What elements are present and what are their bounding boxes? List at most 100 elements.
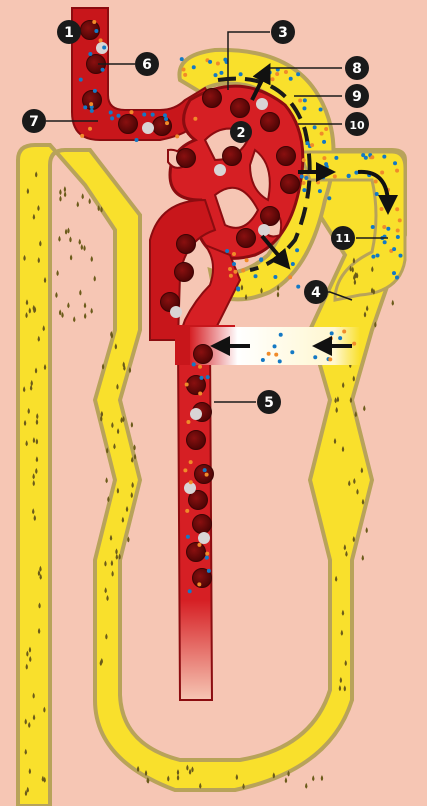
solute-particle [318, 189, 322, 193]
tubule-speck [77, 201, 79, 207]
solute-particle [88, 52, 92, 56]
solute-particle [232, 262, 236, 266]
solute-particle [322, 140, 326, 144]
solute-particle [102, 45, 106, 49]
solute-particle [396, 229, 400, 233]
solute-particle [186, 535, 190, 539]
solute-particle [324, 339, 328, 343]
solute-particle [380, 171, 384, 175]
red-blood-cell [187, 431, 206, 450]
solute-particle [395, 207, 399, 211]
red-blood-cell [194, 345, 213, 364]
solute-particle [206, 375, 210, 379]
solute-particle [322, 156, 326, 160]
red-blood-cell [261, 113, 280, 132]
solute-particle [241, 269, 245, 273]
tubule-speck [362, 555, 364, 561]
tubule-speck [79, 289, 81, 295]
callout-2: 2 [230, 121, 252, 143]
red-blood-cell [261, 207, 280, 226]
solute-particle [219, 71, 223, 75]
tubule-speck [90, 308, 92, 314]
solute-particle [395, 169, 399, 173]
solute-particle [313, 125, 317, 129]
solute-particle [398, 218, 402, 222]
solute-particle [393, 161, 397, 165]
solute-particle [321, 175, 325, 179]
solute-particle [109, 111, 113, 115]
solute-particle [310, 143, 314, 147]
solute-particle [99, 38, 103, 42]
callout-1-label: 1 [64, 25, 74, 41]
solute-particle [300, 174, 304, 178]
solute-particle [392, 271, 396, 275]
tubule-speck [285, 777, 287, 783]
solute-particle [197, 582, 201, 586]
tubule-speck [55, 292, 57, 298]
solute-particle [330, 331, 334, 335]
solute-particle [92, 20, 96, 24]
solute-particle [165, 121, 169, 125]
red-blood-cell [177, 149, 196, 168]
solute-particle [382, 155, 386, 159]
red-blood-cell [119, 115, 138, 134]
callout-3-label: 3 [278, 25, 288, 41]
solute-particle [142, 113, 146, 117]
solute-particle [182, 68, 186, 72]
solute-particle [225, 249, 229, 253]
solute-particle [135, 138, 139, 142]
solute-particle [259, 258, 263, 262]
solute-particle [338, 336, 342, 340]
callout-10-label: 10 [349, 119, 365, 132]
callout-10: 10 [345, 112, 369, 136]
white-blood-cell [96, 42, 108, 54]
solute-particle [296, 285, 300, 289]
tubule-speck [64, 186, 66, 192]
tubule-speck [392, 300, 394, 306]
solute-particle [89, 102, 93, 106]
solute-particle [295, 248, 299, 252]
solute-particle [183, 468, 187, 472]
solute-particle [228, 267, 232, 271]
solute-particle [371, 225, 375, 229]
solute-particle [274, 353, 278, 357]
solute-particle [163, 113, 167, 117]
solute-particle [273, 344, 277, 348]
solute-particle [94, 29, 98, 33]
solute-particle [374, 180, 378, 184]
tubule-speck [366, 527, 368, 533]
solute-particle [304, 176, 308, 180]
solute-particle [320, 132, 324, 136]
solute-particle [205, 556, 209, 560]
tubule-speck [363, 405, 365, 411]
tubule-speck [59, 196, 61, 202]
solute-particle [189, 480, 193, 484]
tubule-speck [305, 783, 307, 789]
solute-particle [396, 235, 400, 239]
solute-particle [380, 207, 384, 211]
tubule-speck [59, 309, 61, 315]
tubule-speck [83, 245, 85, 251]
solute-particle [164, 117, 168, 121]
callout-3: 3 [271, 20, 295, 44]
solute-particle [183, 73, 187, 77]
callout-8-label: 8 [352, 61, 362, 77]
white-blood-cell [142, 122, 154, 134]
solute-particle [151, 113, 155, 117]
solute-particle [313, 355, 317, 359]
solute-particle [129, 110, 133, 114]
solute-particle [198, 392, 202, 396]
solute-particle [305, 141, 309, 145]
callout-7-label: 7 [29, 114, 39, 130]
solute-particle [275, 72, 279, 76]
callout-7: 7 [22, 109, 46, 133]
solute-particle [296, 72, 300, 76]
tubule-speck [81, 193, 83, 199]
white-blood-cell [214, 164, 226, 176]
tubule-speck [64, 191, 66, 197]
solute-particle [93, 89, 97, 93]
solute-particle [371, 255, 375, 259]
red-blood-cell [187, 543, 206, 562]
solute-particle [83, 105, 87, 109]
callout-11: 11 [331, 226, 355, 250]
